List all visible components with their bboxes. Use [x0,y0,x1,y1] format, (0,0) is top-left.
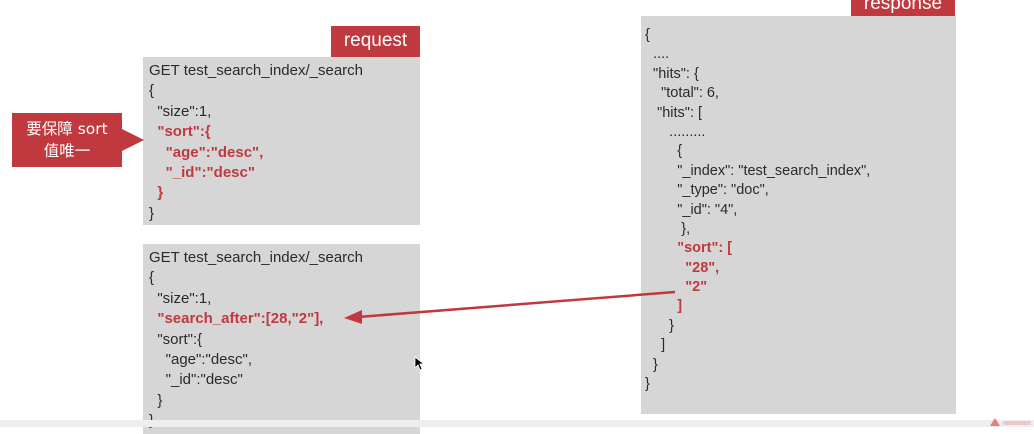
code-line: }, [645,220,691,237]
bottom-strip [0,420,1034,427]
code-line: "_id": "4", [645,201,738,218]
code-line: } [645,356,658,373]
code-line: { [149,269,155,287]
note-line-2: 值唯一 [43,142,91,160]
request-search-after-panel: GET test_search_index/_search { "size":1,… [143,244,420,434]
code-line: { [149,82,155,100]
request-sort-panel: GET test_search_index/_search { "size":1,… [143,57,420,225]
code-line: GET test_search_index/_search [149,249,364,266]
code-line: "_index": "test_search_index", [645,162,871,179]
response-tag: response [851,0,955,16]
code-line: { [645,27,650,43]
unique-sort-note: 要保障 sort 值唯一 [12,113,122,167]
code-line: ] [645,298,683,315]
note-line-1: 要保障 sort [26,120,108,138]
request-tag: request [331,26,420,57]
note-pointer-arrow [122,129,144,151]
code-line: GET test_search_index/_search [149,62,364,79]
code-line: "size":1, [149,289,212,307]
code-line: "hits": [ [645,104,703,121]
code-line: "age":"desc", [149,143,264,161]
code-line: "sort":{ [149,123,211,141]
code-line: "28", [645,259,720,276]
code-line: "size":1, [149,102,212,120]
code-line: "age":"desc", [149,350,253,368]
code-line: { [645,143,683,160]
code-line: "_type": "doc", [645,182,769,199]
code-line: } [149,204,155,222]
code-line: ......... [645,123,706,140]
code-line: .... [645,46,670,63]
code-line: "sort": [ [645,240,733,257]
code-line: "_id":"desc" [149,163,255,181]
sort-to-search-after-arrow [344,290,676,324]
mouse-cursor-icon [414,356,426,371]
corner-logo-icon [990,418,1031,426]
code-line: } [149,391,163,409]
code-line: } [149,184,164,202]
code-line: } [645,376,650,393]
code-line: ] [645,337,666,354]
code-line: "2" [645,279,708,296]
code-line: } [645,317,675,334]
code-line: "search_after":[28,"2"], [149,310,324,328]
code-line: "total": 6, [645,85,719,102]
response-panel: { .... "hits": { "total": 6, "hits": [ .… [641,16,956,414]
code-line: "_id":"desc" [149,371,243,389]
code-line: "hits": { [645,65,699,82]
code-line: "sort":{ [149,330,203,348]
